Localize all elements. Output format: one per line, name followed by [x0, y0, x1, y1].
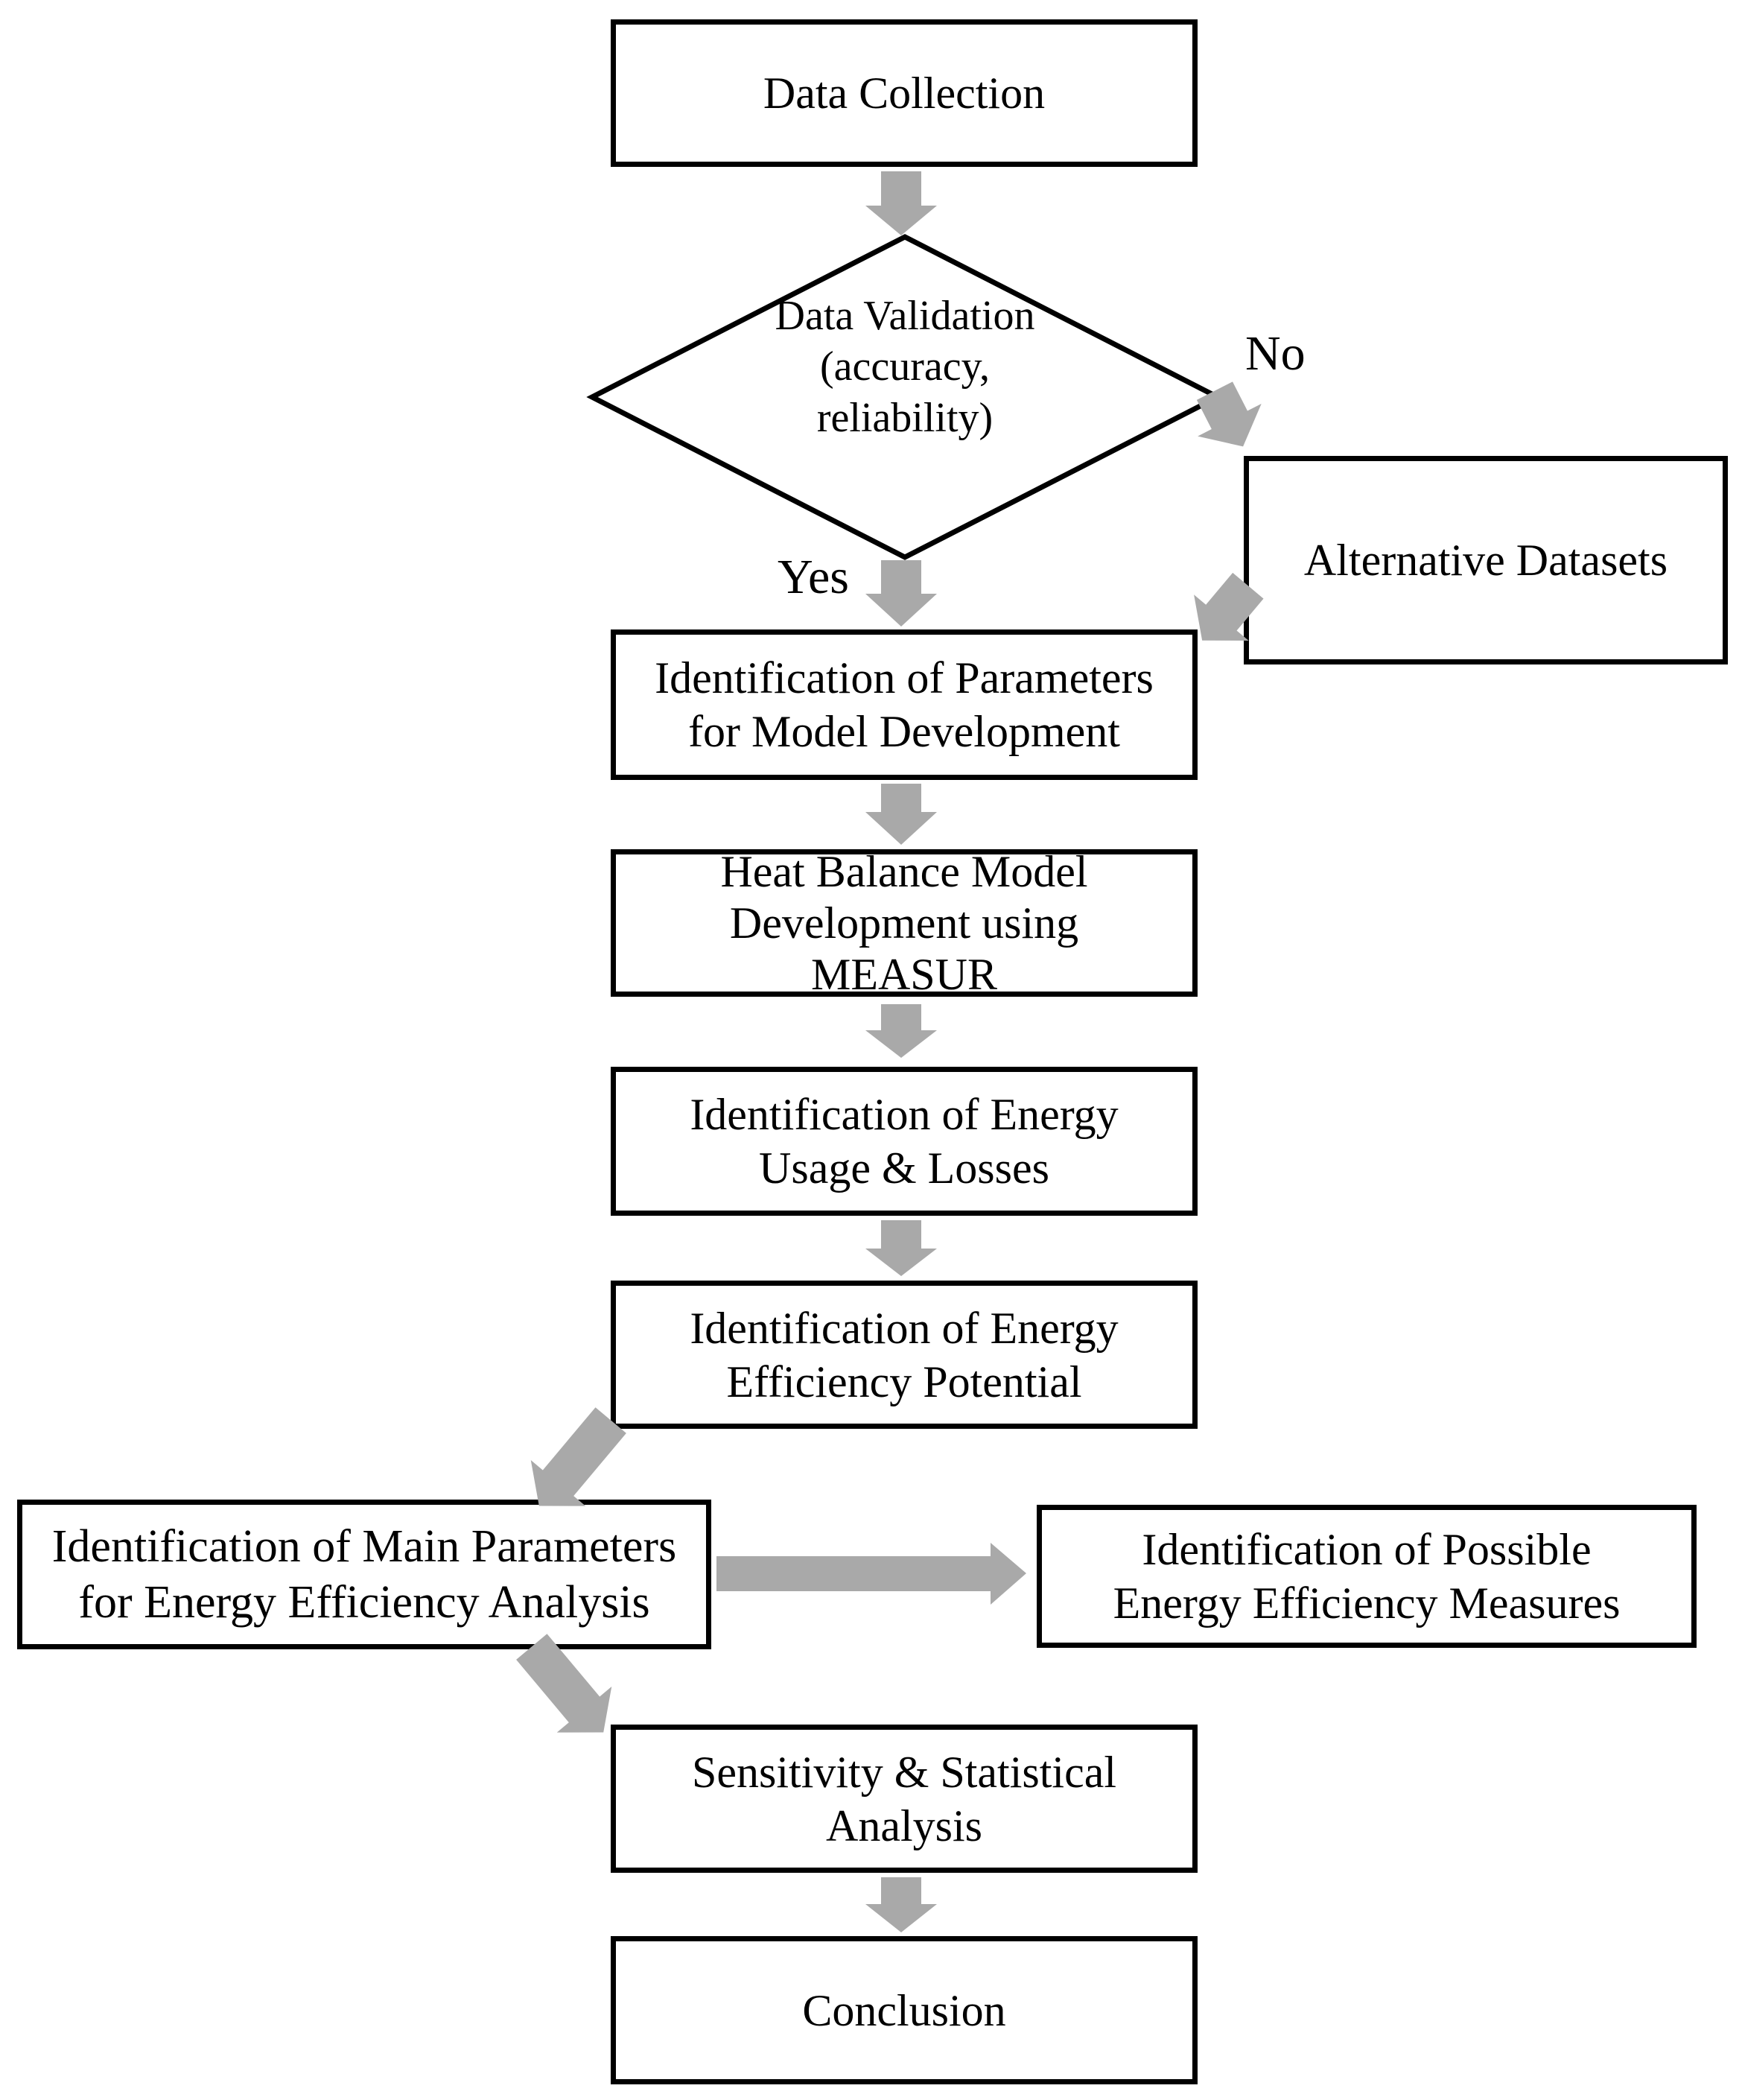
node-label-line: Analysis	[826, 1801, 982, 1850]
node-label: Conclusion	[802, 1985, 1006, 2035]
node-possible-measures: Identification of Possible Energy Effici…	[1037, 1505, 1697, 1648]
node-energy-efficiency-potential: Identification of Energy Efficiency Pote…	[611, 1281, 1198, 1429]
node-label-line: for Model Development	[688, 707, 1120, 756]
node-label-line: reliability)	[816, 394, 994, 441]
arrow-down-5-icon	[865, 1877, 937, 1932]
arrow-down-4-icon	[865, 1220, 937, 1276]
arrow-down-1-icon	[865, 171, 937, 235]
node-label-line: Identification of Parameters	[655, 653, 1154, 702]
node-energy-usage-losses: Identification of Energy Usage & Losses	[611, 1067, 1198, 1216]
node-label-line: Sensitivity & Statistical	[692, 1747, 1116, 1797]
arrow-right-icon	[716, 1543, 1026, 1605]
node-label-line: Heat Balance Model	[720, 846, 1088, 896]
arrow-down-yes-icon	[865, 560, 937, 626]
arrow-down-2-icon	[865, 784, 937, 845]
node-label-line: for Energy Efficiency Analysis	[78, 1576, 650, 1628]
node-label: Data Collection	[763, 69, 1046, 118]
node-identification-of-parameters: Identification of Parameters for Model D…	[611, 629, 1198, 780]
node-data-validation-label: Data Validation (accuracy, reliability)	[741, 291, 1069, 443]
node-sensitivity-analysis: Sensitivity & Statistical Analysis	[611, 1725, 1198, 1873]
node-main-parameters: Identification of Main Parameters for En…	[17, 1500, 711, 1649]
node-label-line: Development using	[729, 898, 1079, 948]
node-heat-balance-model: Heat Balance Model Development using MEA…	[611, 846, 1198, 999]
node-data-collection: Data Collection	[611, 19, 1198, 167]
node-conclusion: Conclusion	[611, 1936, 1198, 2084]
node-label-line: Usage & Losses	[759, 1143, 1049, 1193]
arrow-down-3-icon	[865, 1004, 937, 1058]
node-label-line: Identification of Main Parameters	[51, 1521, 677, 1573]
branch-label-no: No	[1245, 326, 1306, 381]
node-label-line: Data	[775, 293, 854, 339]
node-label-line: Efficiency Potential	[726, 1357, 1082, 1406]
node-label-line: (accuracy,	[820, 343, 990, 390]
node-label-line: Validation	[863, 293, 1035, 339]
node-label-line: Identification of Energy	[690, 1303, 1119, 1353]
branch-label-yes: Yes	[777, 550, 849, 604]
node-label-line: Energy Efficiency Measures	[1113, 1579, 1621, 1628]
node-label-line: Identification of Energy	[690, 1090, 1119, 1139]
node-label-line: Identification of Possible	[1142, 1525, 1592, 1574]
arrow-no-branch-icon	[1196, 381, 1262, 447]
node-label-line: MEASUR	[810, 949, 998, 999]
node-label: Alternative Datasets	[1303, 536, 1668, 585]
node-alternative-datasets: Alternative Datasets	[1244, 456, 1728, 664]
